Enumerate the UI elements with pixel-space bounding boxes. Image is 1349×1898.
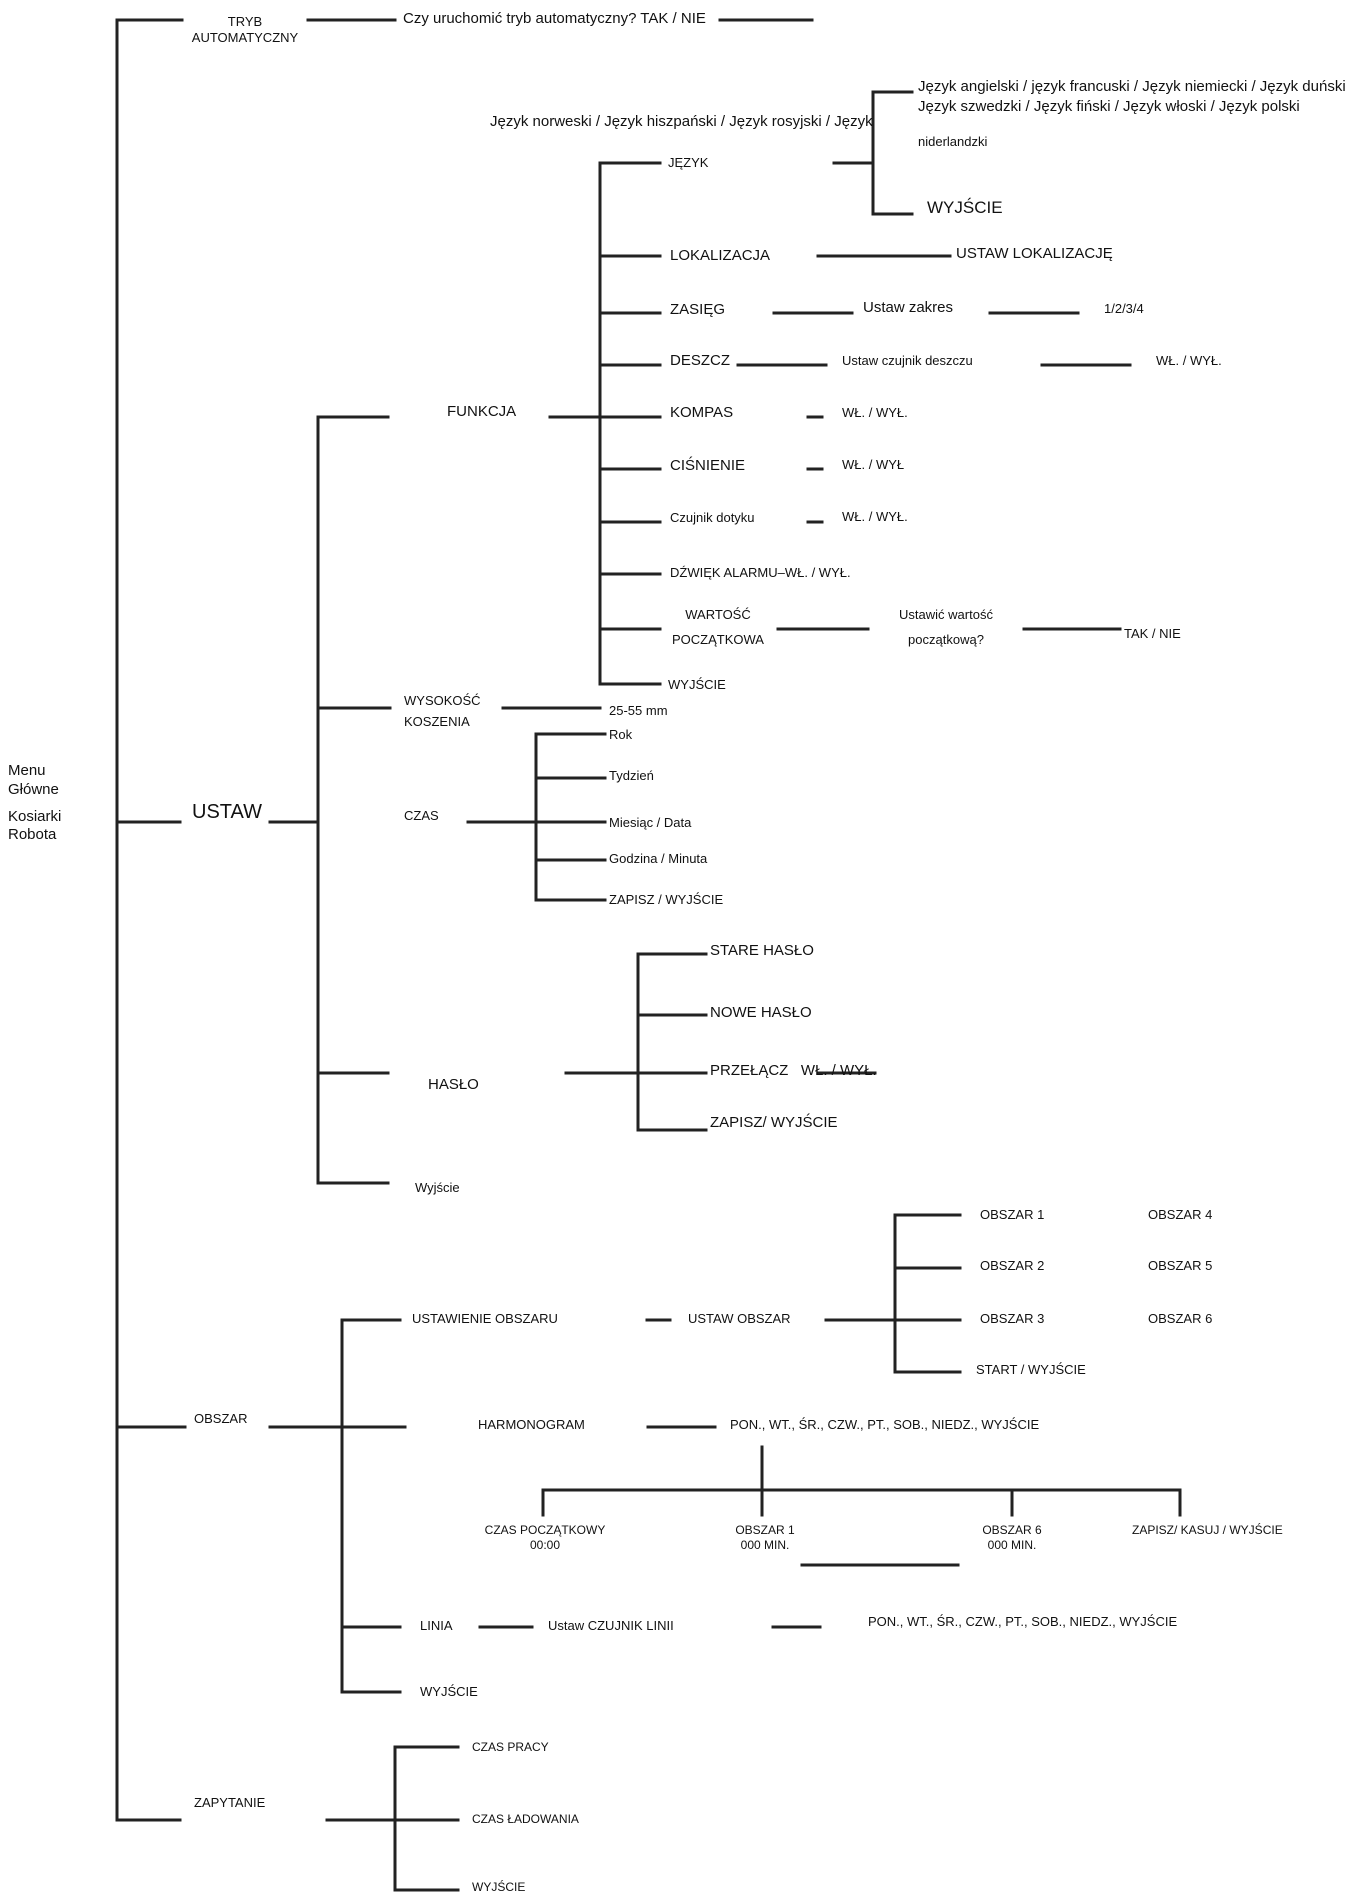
zapytanie-item-czas-ladowania: CZAS ŁADOWANIA <box>472 1812 579 1826</box>
start-time-label: CZAS POCZĄTKOWY <box>484 1523 606 1537</box>
obszar-exit: WYJŚCIE <box>420 1684 478 1699</box>
dzwiek-alarmu-node: DŹWIĘK ALARMU–WŁ. / WYŁ. <box>670 565 851 580</box>
tryb-question: Czy uruchomić tryb automatyczny? TAK / N… <box>403 10 706 27</box>
zapytanie-item-wyjscie: WYJŚCIE <box>472 1880 526 1894</box>
czas-item-miesiac: Miesiąc / Data <box>609 815 692 830</box>
harmonogram-days: PON., WT., ŚR., CZW., PT., SOB., NIEDZ.,… <box>730 1417 1040 1432</box>
jezyk-prefix-text: Język norweski / Język hiszpański / Języ… <box>490 113 873 130</box>
main-menu-title-line4: Robota <box>8 826 57 844</box>
harmonogram-save: ZAPISZ/ KASUJ / WYJŚCIE <box>1132 1523 1283 1537</box>
harmonogram-area1: OBSZAR 1 000 MIN. <box>700 1523 830 1553</box>
wartosc-question-line2: początkową? <box>908 631 984 647</box>
obszar-1: OBSZAR 1 <box>980 1207 1045 1222</box>
deszcz-value: WŁ. / WYŁ. <box>1156 353 1222 368</box>
linia-node: LINIA <box>420 1618 453 1633</box>
wysokosc-label-line1: WYSOKOŚĆ <box>404 693 481 708</box>
czas-item-rok: Rok <box>609 727 633 742</box>
harmonogram-start-time: CZAS POCZĄTKOWY 00:00 <box>470 1523 620 1553</box>
haslo-item-przelacz: PRZEŁĄCZ WŁ. / WYŁ. <box>710 1062 877 1079</box>
obszar-2: OBSZAR 2 <box>980 1258 1045 1273</box>
area1-value: 000 MIN. <box>740 1538 790 1552</box>
ustawienie-obszaru-node: USTAWIENIE OBSZARU <box>412 1311 558 1326</box>
obszar-node: OBSZAR <box>194 1411 248 1426</box>
obszar-4: OBSZAR 4 <box>1148 1207 1213 1222</box>
start-wyjscie: START / WYJŚCIE <box>976 1362 1086 1377</box>
czas-item-zapisz: ZAPISZ / WYJŚCIE <box>609 892 724 907</box>
czujnik-dotyku-node: Czujnik dotyku <box>670 510 755 525</box>
obszar-5: OBSZAR 5 <box>1148 1258 1213 1273</box>
czas-node: CZAS <box>404 808 439 823</box>
czas-item-godzina: Godzina / Minuta <box>609 851 708 866</box>
haslo-item-nowe: NOWE HASŁO <box>710 1004 812 1021</box>
wysokosc-label-line2: KOSZENIA <box>404 714 470 730</box>
czujnik-dotyku-value: WŁ. / WYŁ. <box>842 509 908 524</box>
tryb-label-line1: TRYB <box>227 14 263 29</box>
linia-action: Ustaw CZUJNIK LINII <box>548 1618 674 1633</box>
ustaw-node: USTAW <box>192 801 262 823</box>
jezyk-options-line3: niderlandzki <box>918 134 988 149</box>
tryb-automatyczny-node: TRYB AUTOMATYCZNY <box>190 14 300 47</box>
zasieg-node: ZASIĘG <box>670 301 726 318</box>
start-time-value: 00:00 <box>529 1538 561 1552</box>
zapytanie-node: ZAPYTANIE <box>194 1795 266 1810</box>
zasieg-value: 1/2/3/4 <box>1104 301 1144 316</box>
harmonogram-node: HARMONOGRAM <box>478 1417 585 1432</box>
cisnienie-value: WŁ. / WYŁ <box>842 457 905 472</box>
kompas-node: KOMPAS <box>670 404 734 421</box>
lokalizacja-node: LOKALIZACJA <box>670 247 771 264</box>
haslo-item-zapisz: ZAPISZ/ WYJŚCIE <box>710 1114 838 1131</box>
funkcja-exit: WYJŚCIE <box>668 677 726 692</box>
main-menu-title-line3: Kosiarki <box>8 807 62 825</box>
obszar-6: OBSZAR 6 <box>1148 1311 1213 1326</box>
wartosc-value: TAK / NIE <box>1124 626 1181 641</box>
wartosc-question: Ustawić wartość początkową? <box>874 603 1018 652</box>
czas-item-tydzien: Tydzień <box>609 768 654 783</box>
wysokosc-node: WYSOKOŚĆ KOSZENIA <box>404 690 481 733</box>
wartosc-question-line1: Ustawić wartość <box>899 607 993 622</box>
kompas-value: WŁ. / WYŁ. <box>842 405 908 420</box>
area6-value: 000 MIN. <box>987 1538 1037 1552</box>
cisnienie-node: CIŚNIENIE <box>670 457 746 474</box>
tryb-label-line2: AUTOMATYCZNY <box>191 30 299 46</box>
jezyk-exit: WYJŚCIE <box>927 198 1003 217</box>
haslo-item-stare: STARE HASŁO <box>710 942 814 959</box>
obszar-3: OBSZAR 3 <box>980 1311 1045 1326</box>
harmonogram-area6: OBSZAR 6 000 MIN. <box>950 1523 1074 1553</box>
zasieg-action: Ustaw zakres <box>863 299 954 316</box>
jezyk-options-line1: Język angielski / język francuski / Języ… <box>918 78 1346 95</box>
wartosc-label-line1: WARTOŚĆ <box>685 607 751 622</box>
wartosc-poczatkowa-node: WARTOŚĆ POCZĄTKOWA <box>662 603 774 652</box>
lokalizacja-value: USTAW LOKALIZACJĘ <box>956 245 1113 262</box>
zapytanie-item-czas-pracy: CZAS PRACY <box>472 1740 549 1754</box>
funkcja-node: FUNKCJA <box>447 403 517 420</box>
main-menu-title: Menu Główne Kosiarki Robota <box>8 762 61 845</box>
area1-label: OBSZAR 1 <box>735 1523 795 1537</box>
wartosc-label-line2: POCZĄTKOWA <box>672 631 764 647</box>
linia-days: PON., WT., ŚR., CZW., PT., SOB., NIEDZ.,… <box>868 1614 1178 1629</box>
deszcz-action: Ustaw czujnik deszczu <box>842 353 973 368</box>
haslo-node: HASŁO <box>428 1076 479 1093</box>
main-menu-title-line2: Główne <box>8 780 59 798</box>
wysokosc-value: 25-55 mm <box>609 703 668 718</box>
ustaw-exit: Wyjście <box>415 1180 460 1195</box>
jezyk-options-line2: Język szwedzki / Język fiński / Język wł… <box>918 98 1300 115</box>
ustaw-obszar-action: USTAW OBSZAR <box>688 1311 791 1326</box>
main-menu-title-line1: Menu <box>8 762 46 779</box>
deszcz-node: DESZCZ <box>670 352 730 369</box>
jezyk-node: JĘZYK <box>668 155 709 170</box>
area6-label: OBSZAR 6 <box>982 1523 1042 1537</box>
